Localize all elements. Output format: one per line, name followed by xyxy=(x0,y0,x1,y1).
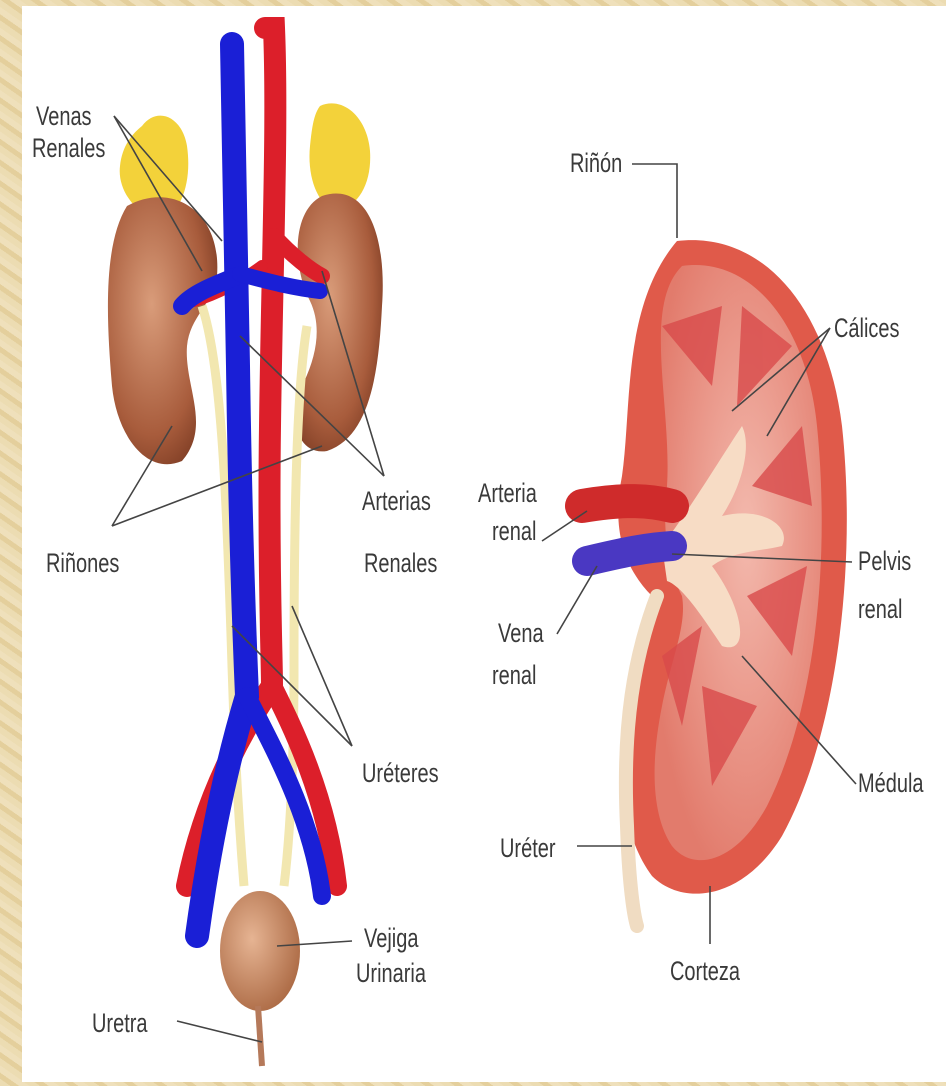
label-arteria-renal-2: renal xyxy=(492,514,536,548)
renal-vein xyxy=(587,546,672,561)
label-pelvis-renal-1: Pelvis xyxy=(858,544,911,578)
urinary-system-illustration xyxy=(22,6,946,1082)
label-pelvis-renal-2: renal xyxy=(858,592,902,626)
label-vena-renal-1: Vena xyxy=(498,616,544,650)
label-venas-renales-1: Venas xyxy=(36,99,92,133)
label-rinones: Riñones xyxy=(46,546,119,580)
label-vena-renal-2: renal xyxy=(492,658,536,692)
right-kidney xyxy=(295,194,383,452)
renal-artery xyxy=(582,501,672,506)
diagram-panel: Venas Renales Riñones Arterias Renales U… xyxy=(22,6,946,1082)
left-kidney xyxy=(108,197,217,464)
bladder xyxy=(220,891,300,1011)
label-corteza: Corteza xyxy=(670,954,740,988)
urethra xyxy=(258,1006,262,1066)
right-kidney-cross-section xyxy=(542,164,856,944)
left-urinary-tract xyxy=(108,28,384,1066)
label-calices: Cálices xyxy=(834,311,900,345)
label-ureter: Uréter xyxy=(500,831,556,865)
label-medula: Médula xyxy=(858,766,924,800)
label-arterias-renales-2: Renales xyxy=(364,546,437,580)
label-ureteres: Uréteres xyxy=(362,756,439,790)
frame-edge-mark xyxy=(0,80,22,110)
label-arterias-renales-1: Arterias xyxy=(362,484,431,518)
label-arteria-renal-1: Arteria xyxy=(478,476,537,510)
label-venas-renales-2: Renales xyxy=(32,131,105,165)
label-vejiga-1: Vejiga xyxy=(364,921,418,955)
label-rinon: Riñón xyxy=(570,146,622,180)
label-uretra: Uretra xyxy=(92,1006,148,1040)
label-vejiga-2: Urinaria xyxy=(356,956,426,990)
